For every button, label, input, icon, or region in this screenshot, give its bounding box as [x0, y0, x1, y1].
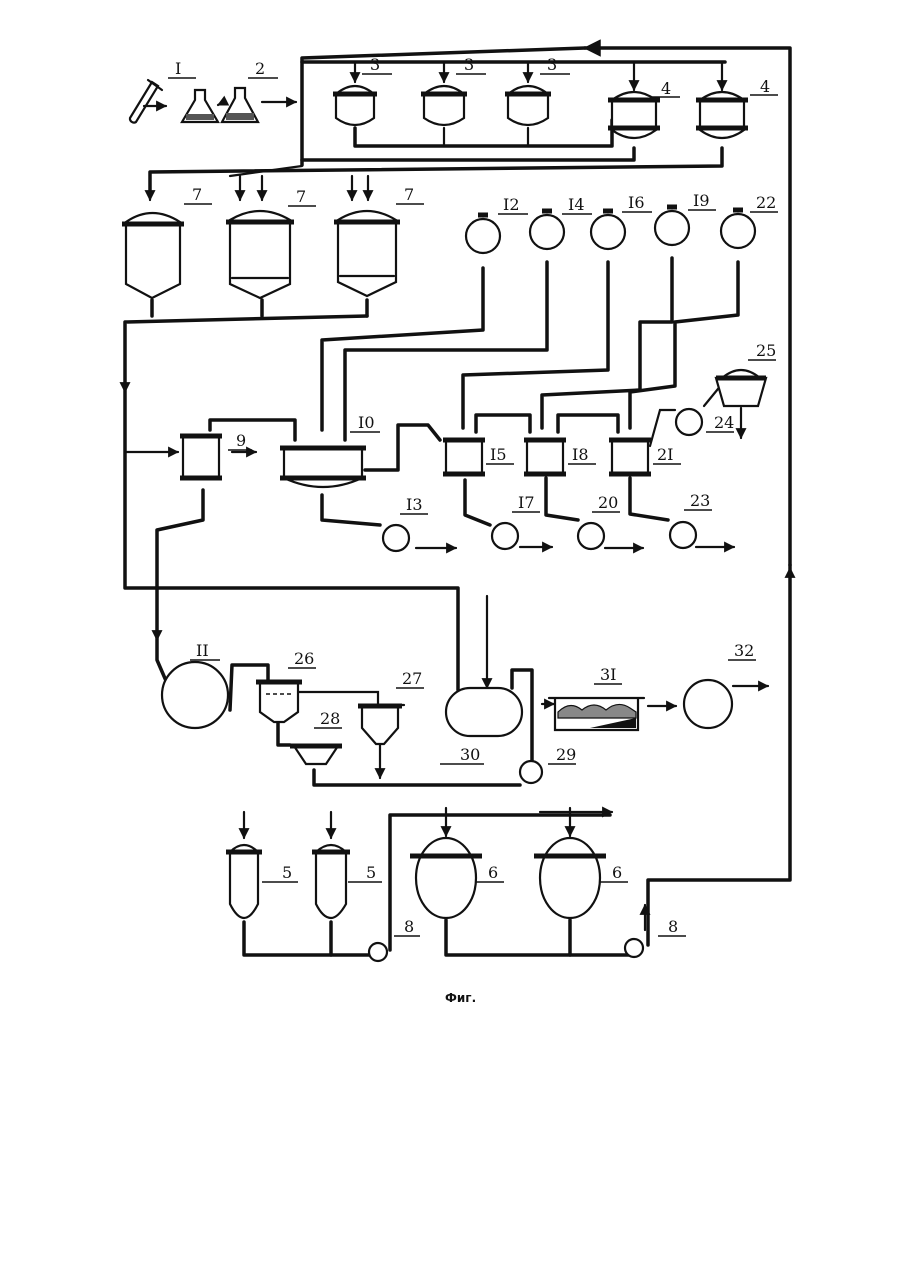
drum-32 — [684, 680, 732, 728]
tank-4a — [608, 92, 660, 138]
label-31: 3I — [600, 665, 617, 684]
pump-17 — [492, 523, 518, 549]
label-9: 9 — [236, 431, 246, 450]
label-12: I2 — [503, 195, 520, 214]
pump-23 — [670, 522, 696, 548]
label-3b: 3 — [464, 55, 474, 74]
apparatus-26 — [256, 682, 302, 722]
label-24: 24 — [714, 413, 734, 432]
label-10: I0 — [358, 413, 375, 432]
drum-11 — [162, 662, 228, 728]
fermenter-7c — [334, 211, 400, 296]
label-32: 32 — [734, 641, 754, 660]
label-18: I8 — [572, 445, 589, 464]
label-23: 23 — [690, 491, 710, 510]
label-4a: 4 — [661, 79, 671, 98]
label-16: I6 — [628, 193, 645, 212]
apparatus-28 — [290, 746, 342, 764]
apparatus-9 — [180, 436, 222, 478]
pump-24 — [676, 409, 702, 435]
label-4b: 4 — [760, 77, 770, 96]
label-21: 2I — [657, 445, 674, 464]
apparatus-15 — [443, 440, 485, 474]
test-tube-1 — [130, 80, 166, 123]
label-29: 29 — [556, 745, 576, 764]
vessel-16 — [591, 211, 625, 249]
label-5a: 5 — [282, 863, 292, 882]
pump-8a — [369, 943, 387, 961]
label-17: I7 — [518, 493, 535, 512]
label-3c: 3 — [547, 55, 557, 74]
tank-6b — [534, 838, 606, 918]
vessel-22 — [721, 210, 755, 248]
label-6a: 6 — [488, 863, 498, 882]
flask-2b — [218, 88, 258, 122]
tank-6a — [410, 838, 482, 918]
tank-5b — [312, 845, 350, 918]
label-25: 25 — [756, 341, 776, 360]
apparatus-27 — [358, 706, 402, 744]
label-27: 27 — [402, 669, 422, 688]
vessel-14 — [530, 211, 564, 249]
label-7c: 7 — [404, 185, 414, 204]
label-13: I3 — [406, 495, 423, 514]
tank-3a — [333, 86, 377, 125]
label-6b: 6 — [612, 863, 622, 882]
figure-caption: Фиг. — [445, 991, 476, 1005]
label-11: II — [196, 641, 209, 660]
label-8a: 8 — [404, 917, 414, 936]
label-15: I5 — [490, 445, 507, 464]
apparatus-25 — [716, 370, 766, 406]
label-1: I — [175, 59, 181, 78]
tank-5a — [226, 845, 262, 918]
label-8b: 8 — [668, 917, 678, 936]
label-28: 28 — [320, 709, 340, 728]
tank-30 — [446, 688, 522, 736]
pump-29 — [520, 761, 542, 783]
label-7b: 7 — [296, 187, 306, 206]
label-19: I9 — [693, 191, 710, 210]
label-26: 26 — [294, 649, 314, 668]
fermenter-7b — [226, 211, 294, 298]
label-22: 22 — [756, 193, 776, 212]
tank-4b — [696, 92, 748, 138]
label-30: 30 — [460, 745, 480, 764]
label-5b: 5 — [366, 863, 376, 882]
pump-20 — [578, 523, 604, 549]
pump-13 — [383, 525, 409, 551]
tank-3c — [505, 86, 551, 125]
apparatus-18 — [524, 440, 566, 474]
apparatus-10 — [280, 448, 366, 487]
tank-3b — [421, 86, 467, 125]
label-7a: 7 — [192, 185, 202, 204]
vessel-19 — [655, 207, 689, 245]
tray-31 — [549, 698, 644, 730]
label-20: 20 — [598, 493, 618, 512]
label-3a: 3 — [370, 55, 380, 74]
label-2: 2 — [255, 59, 265, 78]
flask-2a — [182, 90, 218, 122]
vessel-12 — [466, 215, 500, 253]
fermenter-7a — [122, 213, 184, 298]
label-14: I4 — [568, 195, 585, 214]
pump-8b — [625, 939, 643, 957]
apparatus-21 — [609, 440, 651, 474]
